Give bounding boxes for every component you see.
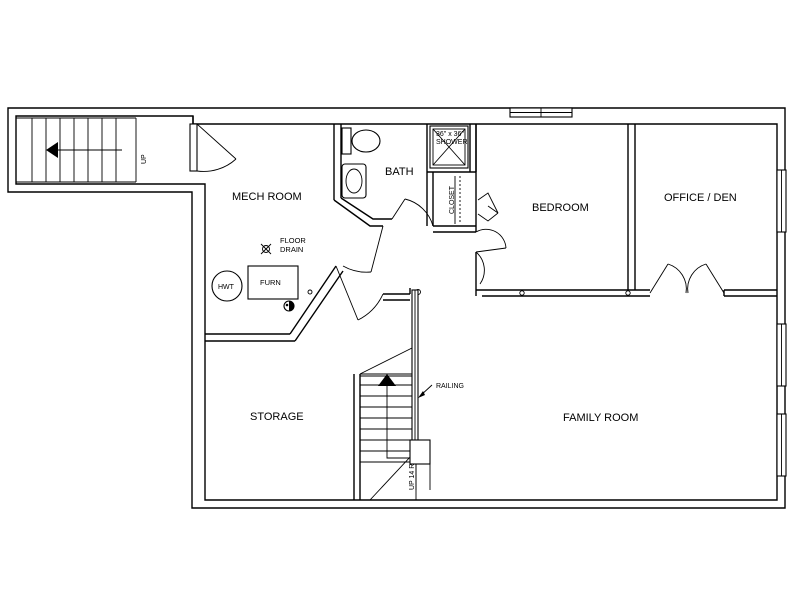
- room-label-bedroom: BEDROOM: [532, 202, 589, 214]
- bedroom-walls: [475, 124, 650, 297]
- room-label-storage: STORAGE: [250, 411, 304, 423]
- office-walls: [723, 289, 777, 297]
- shower-icon: [429, 125, 469, 169]
- right-windows: [776, 169, 787, 477]
- bedroom-closet-door: [477, 192, 499, 222]
- shower-size-label: 36" x 36": [436, 131, 464, 138]
- exterior-stair-up-label: UP: [141, 154, 148, 164]
- hwt-label: HWT: [218, 284, 235, 291]
- railing-leader: [418, 384, 433, 398]
- room-label-bath: BATH: [385, 166, 414, 178]
- shower-label: SHOWER: [436, 139, 468, 146]
- closet: [454, 176, 461, 224]
- door-stop: [519, 290, 525, 296]
- floor-drain-label-2: DRAIN: [280, 245, 303, 254]
- door-stop: [307, 289, 313, 295]
- mech-lower-door: [335, 265, 411, 321]
- floor-drain-label: FLOOR: [280, 236, 306, 245]
- storage-walls: [353, 374, 361, 500]
- exterior-door: [189, 123, 237, 172]
- railing-label: RAILING: [436, 383, 464, 390]
- room-label-mech: MECH ROOM: [232, 191, 302, 203]
- arrow-up-icon: [378, 374, 396, 386]
- arrow-left-icon: [46, 142, 58, 158]
- room-label-family: FAMILY ROOM: [563, 412, 638, 424]
- office-french-doors: [649, 263, 725, 294]
- toilet-icon: [341, 127, 381, 155]
- furnace-icon: [247, 265, 299, 300]
- closet-label: CLOSET: [449, 185, 456, 214]
- exterior-walls: [7, 107, 786, 509]
- interior-stair-up-label: UP 14 R: [409, 464, 416, 490]
- sump-pump-icon: [283, 300, 295, 312]
- top-windows: [509, 107, 573, 118]
- bath-door: [342, 198, 434, 273]
- hot-water-tank-icon: [211, 270, 243, 302]
- sink-icon: [341, 163, 367, 199]
- mech-room-walls: [205, 124, 344, 342]
- interior-stair: [359, 289, 431, 501]
- bedroom-door: [475, 228, 507, 285]
- furn-label: FURN: [260, 278, 281, 287]
- exterior-stair: [16, 117, 137, 183]
- door-stop: [625, 290, 631, 296]
- room-label-office: OFFICE / DEN: [664, 192, 737, 204]
- floor-drain-icon: [260, 243, 272, 255]
